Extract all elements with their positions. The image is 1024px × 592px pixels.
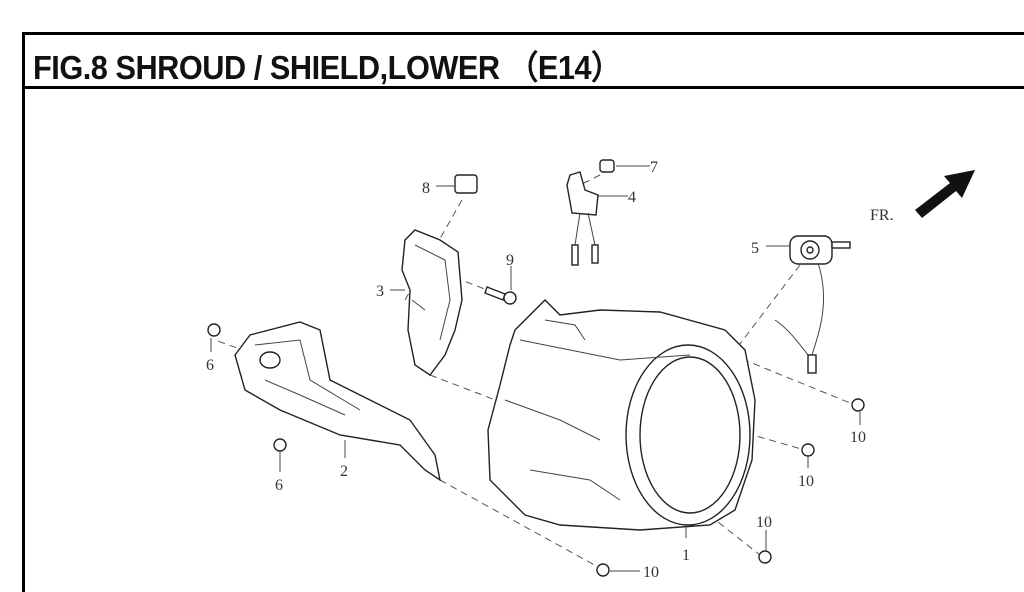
callout-10: 10 bbox=[643, 564, 659, 579]
part-10-bolt bbox=[851, 398, 865, 412]
callout-2: 2 bbox=[340, 463, 348, 480]
callout-10: 10 bbox=[798, 473, 814, 490]
part-6-bolt bbox=[273, 438, 287, 452]
callout-8: 8 bbox=[422, 180, 430, 197]
part-10-bolt bbox=[596, 563, 610, 577]
callout-6: 6 bbox=[206, 357, 214, 374]
callout-1: 1 bbox=[682, 547, 690, 564]
figure-title: FIG.8 SHROUD / SHIELD,LOWER （E14） bbox=[33, 49, 622, 86]
exploded-parts-diagram: FR. 1 2 3 4 5 6 6 7 8 9 10 10 10 10 bbox=[206, 159, 975, 579]
part-6-bolt bbox=[207, 323, 221, 337]
leader-lines bbox=[210, 165, 861, 572]
callout-3: 3 bbox=[376, 283, 384, 300]
part-4-ignition-module bbox=[566, 171, 599, 266]
callouts: 1 2 3 4 5 6 6 7 8 9 10 10 10 10 bbox=[206, 159, 866, 579]
part-5-switch bbox=[774, 235, 851, 374]
part-1-shroud bbox=[487, 299, 756, 531]
front-direction-label: FR. bbox=[870, 207, 894, 224]
callout-5: 5 bbox=[751, 240, 759, 257]
part-10-bolt bbox=[758, 550, 772, 564]
figure-frame bbox=[22, 32, 1024, 592]
title-bar: FIG.8 SHROUD / SHIELD,LOWER （E14） bbox=[25, 35, 1024, 89]
callout-4: 4 bbox=[628, 189, 636, 206]
part-10-bolt bbox=[801, 443, 815, 457]
part-7-bolt bbox=[599, 159, 615, 173]
callout-10: 10 bbox=[756, 514, 772, 531]
part-2-shield-lower bbox=[234, 321, 442, 482]
front-direction-arrow-icon bbox=[915, 170, 975, 218]
part-9-bolt bbox=[484, 286, 506, 301]
callout-10: 10 bbox=[850, 429, 866, 446]
callout-7: 7 bbox=[650, 159, 658, 176]
part-9-bolt-head bbox=[503, 291, 517, 305]
callout-9: 9 bbox=[506, 252, 514, 269]
bolts bbox=[207, 159, 865, 577]
part-3-shield-plate bbox=[401, 229, 463, 376]
callout-6: 6 bbox=[275, 477, 283, 494]
part-8-clip bbox=[454, 174, 478, 194]
